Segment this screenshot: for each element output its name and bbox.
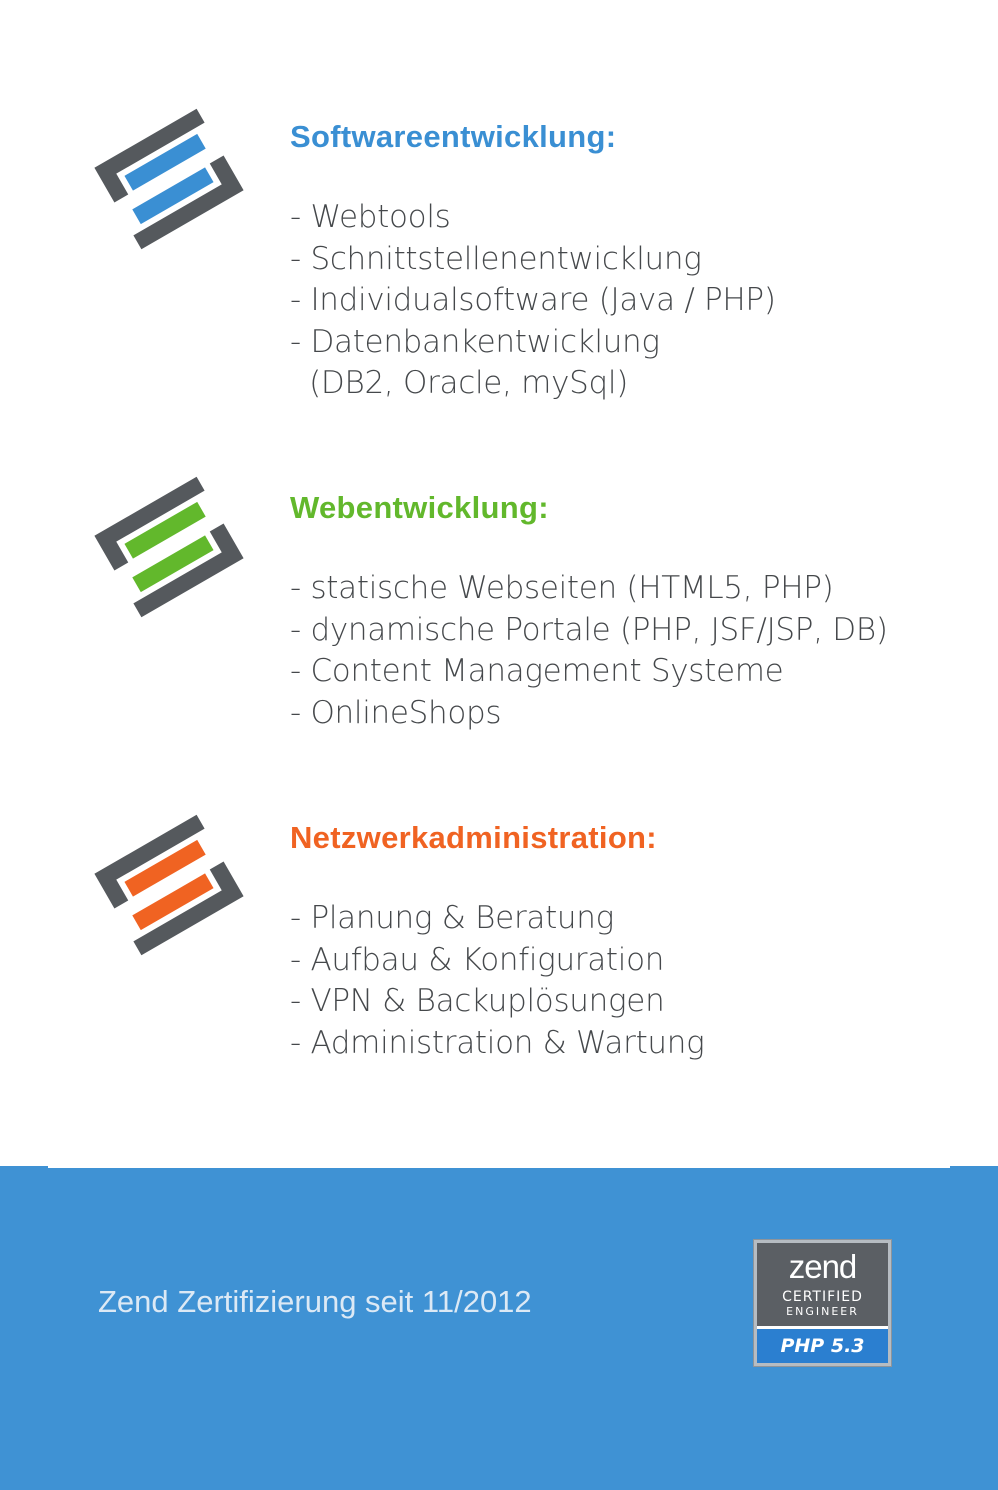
brand-logo-icon	[94, 814, 244, 956]
list-item: - Individualsoftware (Java / PHP)	[290, 282, 776, 319]
badge-line1: CERTIFIED	[782, 1289, 863, 1305]
list-item: - Webtools	[290, 199, 451, 235]
list-item: - Administration & Wartung	[290, 1024, 705, 1061]
zend-certified-badge-icon: zend CERTIFIED ENGINEER PHP 5.3	[753, 1239, 892, 1367]
list-item: (DB2, Oracle, mySql)	[290, 365, 628, 402]
list-item: - Planung & Beratung	[290, 900, 614, 936]
service-list: - Webtools - Schnittstellenentwicklung -…	[290, 197, 776, 405]
list-item: - Schnittstellenentwicklung	[290, 240, 702, 277]
list-item: - Aufbau & Konfiguration	[290, 941, 665, 978]
list-item: - VPN & Backuplösungen	[290, 983, 665, 1020]
list-item: - OnlineShops	[290, 694, 502, 731]
certification-text: Zend Zertifizierung seit 11/2012	[98, 1284, 532, 1319]
list-item: - Content Management Systeme	[290, 653, 784, 690]
brand-logo-icon	[94, 108, 244, 250]
section-heading: Webentwicklung:	[290, 490, 549, 525]
section-heading: Softwareentwicklung:	[290, 119, 617, 154]
service-list: - Planung & Beratung - Aufbau & Konfigur…	[290, 898, 705, 1064]
footer-divider	[48, 1166, 950, 1168]
badge-brand: zend	[788, 1248, 858, 1285]
list-item: - Datenbankentwicklung	[290, 323, 660, 360]
list-item: - statische Webseiten (HTML5, PHP)	[290, 570, 834, 606]
badge-body: zend CERTIFIED ENGINEER PHP 5.3	[757, 1243, 888, 1363]
badge-line2: ENGINEER	[786, 1305, 859, 1318]
footer-banner: Zend Zertifizierung seit 11/2012 zend CE…	[0, 1166, 998, 1490]
badge-version: PHP 5.3	[757, 1326, 888, 1363]
service-list: - statische Webseiten (HTML5, PHP) - dyn…	[290, 568, 888, 734]
section-heading: Netzwerkadministration:	[290, 820, 657, 855]
brand-logo-icon	[94, 476, 244, 618]
list-item: - dynamische Portale (PHP, JSF/JSP, DB)	[290, 611, 888, 648]
